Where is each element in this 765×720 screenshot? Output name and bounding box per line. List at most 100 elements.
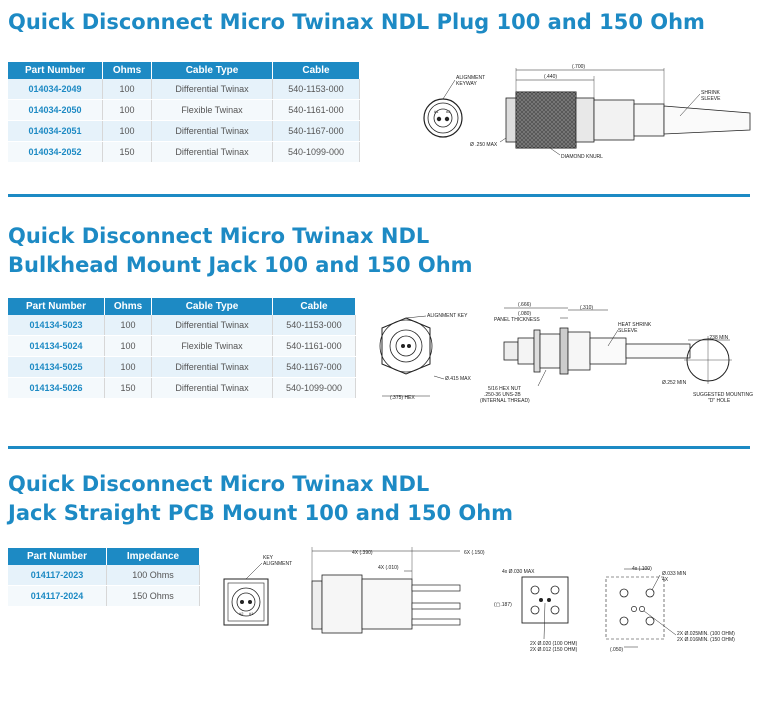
shrink-label: SHRINK	[701, 90, 721, 96]
section-divider	[8, 194, 750, 197]
dia-252: Ø.252 MIN	[662, 380, 687, 386]
col-header-cable: Cable	[272, 298, 356, 315]
ohms-value: 100	[102, 79, 152, 100]
pcb-side-view: 4X (.390) 6X (.150) 4X (.010)	[311, 547, 485, 634]
table-row: 014034-2049 100 Differential Twinax 540-…	[8, 79, 360, 100]
pin-2-label: #2	[446, 109, 451, 114]
d-hole-view: .238 MIN Ø.252 MIN SUGGESTED MOUNTING "D…	[662, 335, 753, 404]
mounting-label: SUGGESTED MOUNTING	[693, 392, 753, 398]
cable-number: 540-1161-000	[272, 335, 356, 357]
heat-shrink-label: HEAT SHRINK	[618, 322, 652, 328]
table-header-row: Part Number Ohms Cable Type Cable	[8, 62, 360, 79]
col-header-ohms: Ohms	[104, 298, 152, 315]
impedance-value: 150 Ohms	[106, 585, 200, 607]
title-line-1: Quick Disconnect Micro Twinax NDL	[8, 472, 430, 496]
thread-label: .250-36 UNS-2B	[484, 392, 521, 398]
part-number: 014134-5024	[8, 335, 105, 357]
dim-666: (.666)	[518, 302, 531, 308]
key-label: KEY	[263, 555, 274, 561]
pcb-front-view: #2 #1 KEY ALIGNMENT	[223, 555, 292, 626]
table-row: 014134-5023 100 Differential Twinax 540-…	[8, 315, 356, 336]
section-divider	[8, 446, 750, 449]
dia-033-label: Ø.033 MIN	[662, 571, 687, 577]
pin-1-label: #1	[249, 611, 254, 616]
table-row: 014117-2023 100 Ohms	[8, 565, 200, 586]
alignment-label: ALIGNMENT	[456, 75, 485, 81]
part-number: 014034-2052	[8, 141, 103, 163]
cable-number: 540-1099-000	[272, 141, 360, 163]
pin-1-label: #1	[434, 109, 439, 114]
dim-700: (.700)	[572, 64, 585, 70]
panel-thickness-label: PANEL THICKNESS	[494, 317, 540, 323]
bulkhead-side-view: (.666) (.080) PANEL THICKNESS (.310) HEA…	[480, 302, 691, 404]
dim-050-label: (.050)	[610, 647, 623, 653]
col-header-impedance: Impedance	[106, 548, 200, 565]
dia-012-label: 2X Ø.012 (150 OHM)	[530, 647, 578, 653]
section-title-plug: Quick Disconnect Micro Twinax NDL Plug 1…	[8, 10, 705, 34]
sleeve-label: SLEEVE	[701, 96, 721, 102]
part-number: 014034-2049	[8, 79, 103, 100]
col-header-ohms: Ohms	[102, 62, 152, 79]
part-number: 014117-2023	[8, 565, 107, 586]
plug-front-view: #1 #2 ALIGNMENT KEYWAY	[423, 75, 485, 138]
col-header-cable-type: Cable Type	[151, 62, 273, 79]
plug-side-view: (.700) (.440) Ø .250 MAX DIAMOND KNURL S…	[470, 64, 751, 160]
dia-020-label: 2X Ø.020 (100 OHM)	[530, 641, 578, 647]
section-title-pcb: Quick Disconnect Micro Twinax NDL Jack S…	[8, 470, 528, 528]
table-header-row: Part Number Impedance	[8, 548, 200, 565]
cable-number: 540-1161-000	[272, 99, 360, 121]
table-row: 014117-2024 150 Ohms	[8, 585, 200, 607]
dia-033-count: 4X	[662, 577, 669, 583]
cable-type: Differential Twinax	[151, 377, 273, 399]
section-title-bulkhead: Quick Disconnect Micro Twinax NDL Bulkhe…	[8, 222, 528, 280]
title-line-1: Quick Disconnect Micro Twinax NDL	[8, 224, 430, 248]
dim-440: (.440)	[544, 74, 557, 80]
dia-415-label: Ø.415 MAX	[445, 376, 472, 382]
dim-010: 4X (.010)	[378, 565, 399, 571]
pin-2-label: #2	[239, 611, 244, 616]
spec-table-bulkhead: Part Number Ohms Cable Type Cable 014134…	[8, 298, 356, 399]
col-header-part-number: Part Number	[8, 62, 103, 79]
cable-type: Flexible Twinax	[151, 335, 273, 357]
cable-number: 540-1167-000	[272, 356, 356, 378]
part-number: 014134-5025	[8, 356, 105, 378]
ohms-value: 150	[104, 377, 152, 399]
dim-150: 6X (.150)	[464, 550, 485, 556]
dia-016-label: 2X Ø.016MIN. (150 OHM)	[677, 637, 735, 643]
pcb-technical-drawing: #2 #1 KEY ALIGNMENT 4X (.390) 6X (.150) …	[223, 547, 735, 653]
cable-type: Differential Twinax	[151, 356, 273, 378]
table-header-row: Part Number Ohms Cable Type Cable	[8, 298, 356, 315]
dim-080: (.080)	[518, 311, 531, 317]
ohms-value: 150	[102, 141, 152, 163]
sleeve-label: SLEEVE	[618, 328, 638, 334]
part-number: 014134-5023	[8, 315, 105, 336]
col-header-part-number: Part Number	[8, 298, 105, 315]
col-header-part-number: Part Number	[8, 548, 107, 565]
spec-table-plug: Part Number Ohms Cable Type Cable 014034…	[8, 62, 360, 163]
cable-number: 540-1099-000	[272, 377, 356, 399]
internal-thread-label: (INTERNAL THREAD)	[480, 398, 530, 404]
ohms-value: 100	[102, 120, 152, 142]
keyway-label: KEYWAY	[456, 81, 478, 87]
alignment-key-label: ALIGNMENT KEY	[427, 313, 468, 319]
table-row: 014034-2050 100 Flexible Twinax 540-1161…	[8, 99, 360, 121]
table-row: 014034-2052 150 Differential Twinax 540-…	[8, 141, 360, 163]
d-hole-label: "D" HOLE	[708, 398, 731, 404]
part-number: 014034-2051	[8, 120, 103, 142]
plug-technical-drawing: #1 #2 ALIGNMENT KEYWAY (.700) (.440) Ø .…	[423, 64, 751, 160]
part-number: 014034-2050	[8, 99, 103, 121]
hex-375-label: (.375) HEX	[390, 395, 415, 401]
title-line-2: Jack Straight PCB Mount 100 and 150 Ohm	[8, 501, 514, 525]
ohms-value: 100	[102, 99, 152, 121]
diameter-label: Ø .250 MAX	[470, 142, 498, 148]
col-header-cable-type: Cable Type	[151, 298, 273, 315]
cable-number: 540-1153-000	[272, 315, 356, 336]
diamond-knurl-label: DIAMOND KNURL	[561, 154, 603, 160]
part-number: 014117-2024	[8, 585, 107, 607]
ohms-value: 100	[104, 335, 152, 357]
cable-type: Flexible Twinax	[151, 99, 273, 121]
ohms-value: 100	[104, 356, 152, 378]
part-number: 014134-5026	[8, 377, 105, 399]
pcb-footprint-view: 4x Ø.030 MAX (▢.187) 2X Ø.020 (100 OHM) …	[494, 569, 578, 653]
dim-390: 4X (.390)	[352, 550, 373, 556]
